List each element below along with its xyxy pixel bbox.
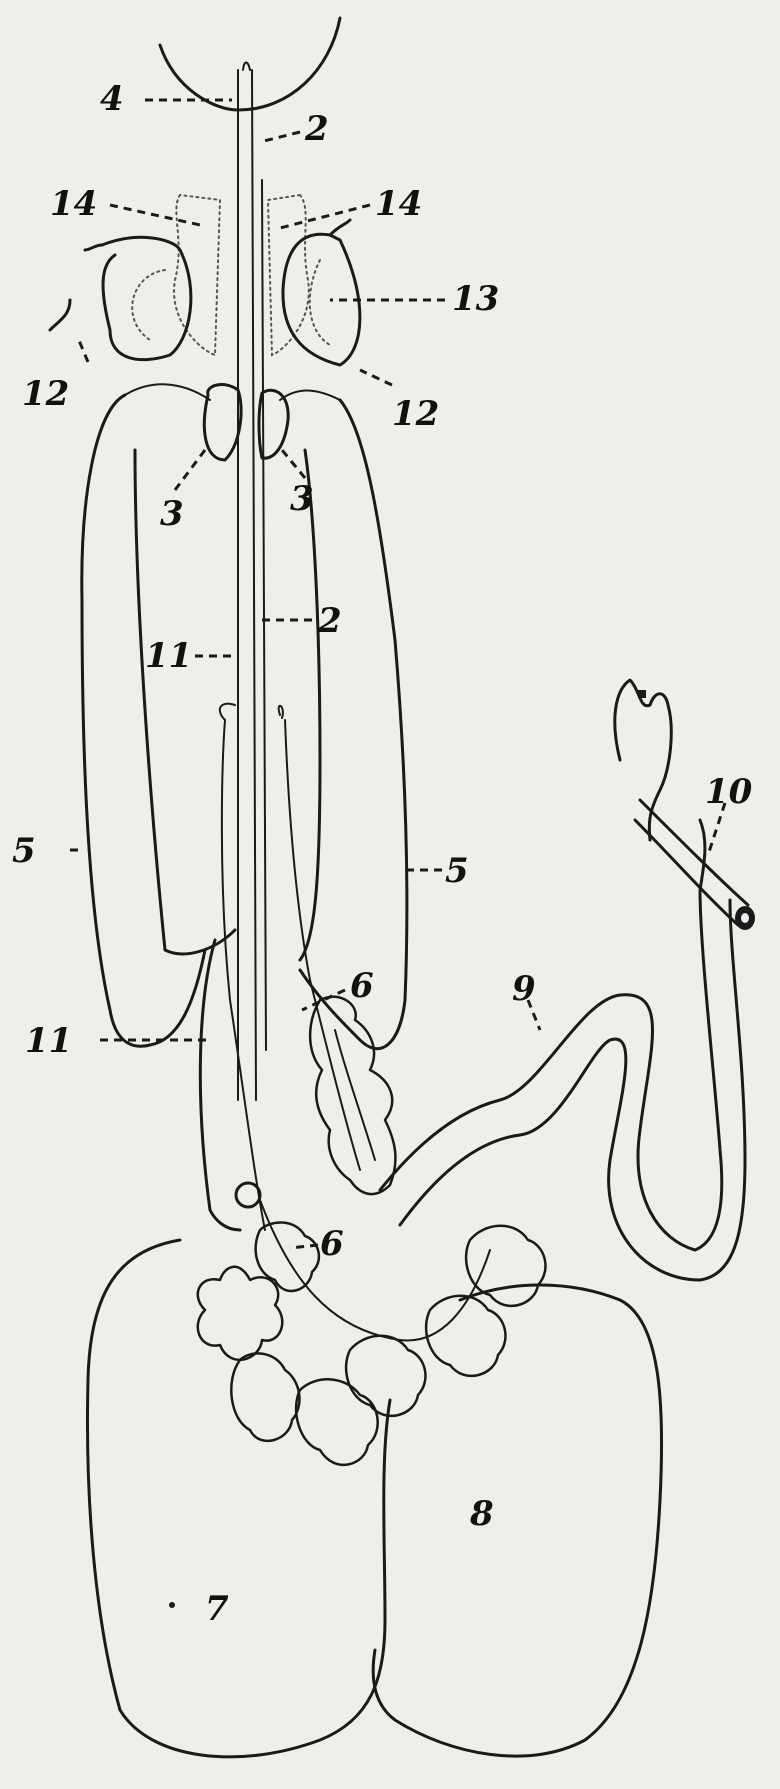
mid-knot-left xyxy=(220,704,235,720)
label-13: 13 xyxy=(452,279,499,319)
label-4: 4 xyxy=(100,79,124,119)
right-outer-lobe xyxy=(300,400,407,1049)
label-6-lower: 6 xyxy=(320,1224,344,1264)
lobe-7 xyxy=(87,1240,390,1757)
central-vessels xyxy=(238,63,266,1101)
label-6-upper: 6 xyxy=(350,966,374,1006)
mid-knot-right xyxy=(279,706,283,718)
right-side-organ xyxy=(283,234,360,365)
label-5-left: 5 xyxy=(12,831,36,871)
label-12-right: 12 xyxy=(392,394,439,434)
label-2-top: 2 xyxy=(304,109,329,149)
label-12-left: 12 xyxy=(22,374,69,414)
label-10: 10 xyxy=(705,772,753,812)
dot-mark xyxy=(169,1602,175,1608)
mouth-appendage xyxy=(615,680,671,840)
intestine-loop-close xyxy=(700,900,745,1280)
label-8: 8 xyxy=(469,1494,494,1534)
left-gut-wall xyxy=(200,940,240,1230)
mouth-tube-1 xyxy=(640,800,748,905)
branch-left xyxy=(125,384,210,400)
label-14-right: 14 xyxy=(375,184,422,224)
intestine-inner xyxy=(400,1039,700,1280)
label-3-left: 3 xyxy=(160,494,184,534)
label-11-upper: 11 xyxy=(145,636,192,676)
small-ring xyxy=(236,1183,260,1207)
labels: 4 2 14 14 13 12 12 3 3 2 11 5 5 10 9 6 1… xyxy=(12,79,753,1629)
label-2-mid: 2 xyxy=(317,601,342,641)
right-inner-lobe xyxy=(300,450,320,960)
left-side-stalk xyxy=(85,245,102,250)
left-ganglion xyxy=(204,385,241,460)
label-9: 9 xyxy=(512,969,536,1009)
label-14-left: 14 xyxy=(50,184,97,224)
label-7: 7 xyxy=(205,1589,229,1629)
gland-vein xyxy=(260,1200,490,1340)
branch-right xyxy=(280,391,340,400)
label-11-lower: 11 xyxy=(25,1021,72,1061)
right-12-curve xyxy=(330,220,350,235)
left-side-organ-inner xyxy=(132,270,165,340)
lower-tract-right xyxy=(285,720,360,1170)
right-side-organ-inner xyxy=(310,260,330,345)
mouth-detail xyxy=(638,690,646,698)
right-gland-dotted xyxy=(268,195,309,355)
left-12-curve xyxy=(50,300,70,330)
glandular-clusters xyxy=(198,997,546,1465)
gland-vein-2 xyxy=(335,1030,375,1160)
mouth-tube-2 xyxy=(635,820,738,925)
lower-tract xyxy=(222,720,265,1230)
left-outer-lobe xyxy=(82,395,205,1046)
label-3-right: 3 xyxy=(290,479,314,519)
left-gland-dotted xyxy=(174,195,220,355)
mouth-opening-inner xyxy=(741,913,749,923)
head-outline xyxy=(160,18,340,110)
label-5-right: 5 xyxy=(445,851,469,891)
left-inner-lobe xyxy=(135,450,235,954)
